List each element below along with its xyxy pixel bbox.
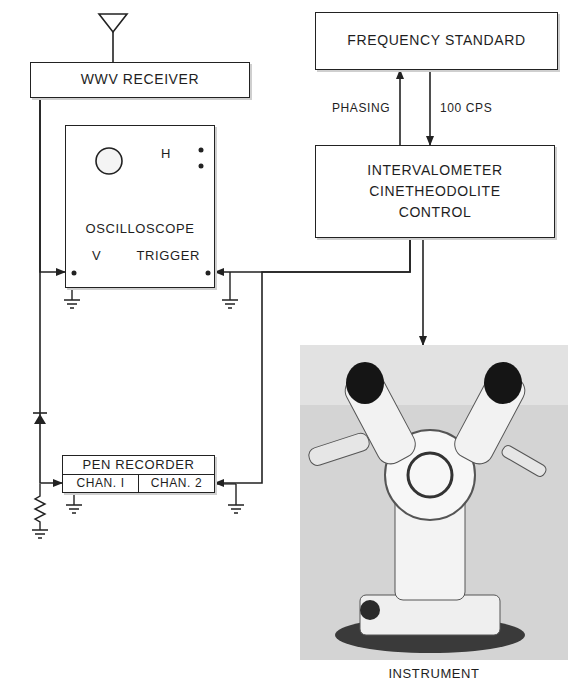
receiver-box: WWV RECEIVER [30, 62, 250, 98]
resistor-symbol [35, 484, 45, 530]
instrument-photo: INSTRUMENT [300, 345, 568, 685]
knob-dot [199, 164, 204, 169]
sighting-tube [307, 431, 372, 467]
recorder-channel-row: CHAN. I CHAN. 2 [63, 475, 214, 493]
channel-cell: CHAN. 2 [138, 475, 214, 493]
trunnion [408, 453, 452, 497]
ground-symbol [32, 530, 48, 538]
pen-recorder-box: PEN RECORDER CHAN. I CHAN. 2 [62, 455, 215, 493]
signal-line [429, 70, 431, 145]
knob-dot [199, 148, 204, 153]
signal-line [399, 70, 401, 145]
photo-wall [300, 345, 568, 405]
telescope-lens [484, 362, 522, 404]
screen-symbol [96, 148, 122, 174]
handwheel [360, 600, 380, 620]
antenna-lead [112, 32, 114, 62]
box-label: INTERVALOMETER CINETHEODOLITE CONTROL [360, 160, 510, 223]
sighting-tube [500, 444, 548, 478]
device-name: OSCILLOSCOPE [66, 221, 214, 237]
photo-caption: INSTRUMENT [300, 666, 568, 682]
antenna-symbol [99, 14, 127, 32]
ground-symbol [222, 272, 238, 308]
channel-label: CHAN. 2 [151, 476, 203, 491]
oscilloscope-box: H OSCILLOSCOPE V TRIGGER [65, 125, 215, 288]
terminal-label: TRIGGER [137, 248, 200, 264]
box-label: WWV RECEIVER [81, 71, 199, 89]
diode-symbol [34, 414, 46, 424]
control-box: INTERVALOMETER CINETHEODOLITE CONTROL [315, 145, 555, 238]
channel-cell: CHAN. I [63, 475, 138, 493]
signal-label: 100 CPS [438, 101, 494, 115]
signal-label: PHASING [330, 101, 392, 115]
telescope-lens [346, 362, 384, 404]
ground-symbol [64, 288, 80, 308]
box-label: FREQUENCY STANDARD [347, 32, 525, 50]
signal-line [40, 98, 65, 272]
diode-bar [33, 412, 47, 414]
instrument-photo [300, 345, 568, 660]
terminal-dot [206, 271, 211, 276]
device-name: PEN RECORDER [83, 457, 195, 473]
signal-line [215, 238, 410, 272]
ground-symbol [66, 493, 82, 513]
frequency-standard-box: FREQUENCY STANDARD [315, 12, 558, 70]
ground-symbol [228, 484, 244, 513]
ground-lead [215, 483, 236, 484]
recorder-title-row: PEN RECORDER [63, 456, 214, 475]
signal-line [422, 238, 424, 345]
oscilloscope-face [66, 126, 216, 289]
instrument-mount [360, 595, 500, 635]
terminal-label: H [161, 146, 171, 162]
terminal-dot [72, 271, 77, 276]
signal-line [40, 98, 62, 483]
terminal-label: V [92, 248, 101, 264]
channel-label: CHAN. I [76, 476, 124, 491]
photo-ground [300, 345, 568, 660]
